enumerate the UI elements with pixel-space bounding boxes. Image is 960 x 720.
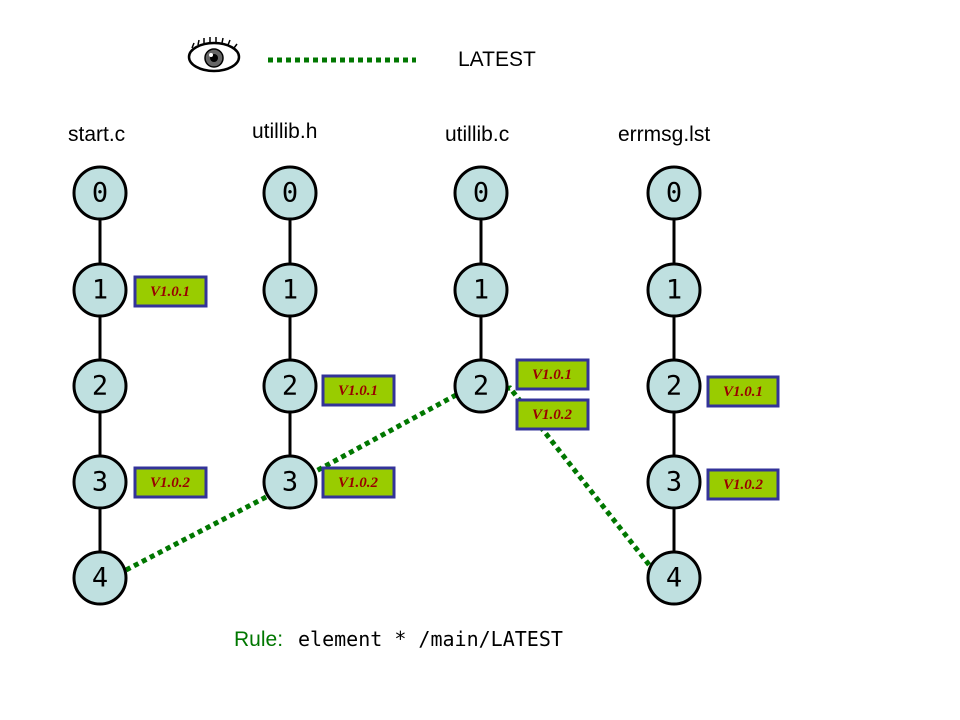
version-node[interactable]: 1 [72,262,128,318]
version-node[interactable]: 3 [262,454,318,510]
file-title-utillib-c: utillib.c [445,123,509,146]
version-tree-errmsg-lst: 0 1 2 3 4 V1.0.1 V1.0.2 [646,165,780,606]
version-node[interactable]: 2 [453,358,509,414]
version-node[interactable]: 1 [262,262,318,318]
version-number: 3 [282,467,298,498]
version-node[interactable]: 3 [72,454,128,510]
version-number: 1 [282,275,298,306]
version-label-text: V1.0.1 [532,367,572,383]
version-node[interactable]: 4 [72,550,128,606]
version-label-text: V1.0.2 [150,475,191,491]
version-label-text: V1.0.1 [338,383,378,399]
eye-icon [187,37,241,73]
version-number: 2 [666,371,682,402]
version-number: 4 [92,563,108,594]
rule-label: Rule: [234,628,283,651]
file-title-errmsg-lst: errmsg.lst [618,123,710,146]
version-label[interactable]: V1.0.1 [515,358,590,391]
version-label[interactable]: V1.0.1 [706,375,780,408]
version-node[interactable]: 1 [646,262,702,318]
version-node[interactable]: 0 [72,165,128,221]
version-node[interactable]: 0 [453,165,509,221]
version-number: 3 [666,467,682,498]
version-number: 0 [92,178,108,209]
legend: LATEST [187,37,536,73]
rule-text: element * /main/LATEST [298,627,563,651]
legend-latest-label: LATEST [458,48,536,71]
version-number: 0 [473,178,489,209]
version-label-text: V1.0.1 [150,284,190,300]
version-node[interactable]: 3 [646,454,702,510]
version-label[interactable]: V1.0.2 [133,466,208,499]
version-label[interactable]: V1.0.2 [321,466,396,499]
version-label[interactable]: V1.0.2 [706,468,780,501]
version-label[interactable]: V1.0.2 [515,398,590,431]
version-label-text: V1.0.2 [723,477,764,493]
version-number: 1 [92,275,108,306]
version-label-text: V1.0.1 [723,384,763,400]
version-number: 2 [92,371,108,402]
version-number: 2 [282,371,298,402]
version-label[interactable]: V1.0.1 [133,275,208,308]
config-rule: Rule: element * /main/LATEST [234,627,563,651]
version-number: 1 [473,275,489,306]
version-tree-utillib-h: 0 1 2 3 V1.0.1 V1.0.2 [262,165,396,510]
version-number: 1 [666,275,682,306]
version-number: 4 [666,563,682,594]
version-node[interactable]: 0 [262,165,318,221]
version-node[interactable]: 2 [262,358,318,414]
version-number: 2 [473,371,489,402]
version-node[interactable]: 0 [646,165,702,221]
version-node[interactable]: 2 [646,358,702,414]
version-number: 0 [282,178,298,209]
version-tree-start-c: 0 1 2 3 4 V1.0.1 V1.0.2 [72,165,208,606]
version-label-text: V1.0.2 [532,407,573,423]
file-title-utillib-h: utillib.h [252,120,317,143]
version-tree-utillib-c: 0 1 2 V1.0.1 V1.0.2 [453,165,590,431]
version-node[interactable]: 2 [72,358,128,414]
version-number: 3 [92,467,108,498]
file-title-start-c: start.c [68,123,125,146]
version-label-text: V1.0.2 [338,475,379,491]
version-number: 0 [666,178,682,209]
version-node[interactable]: 1 [453,262,509,318]
version-node[interactable]: 4 [646,550,702,606]
version-label[interactable]: V1.0.1 [321,374,396,407]
